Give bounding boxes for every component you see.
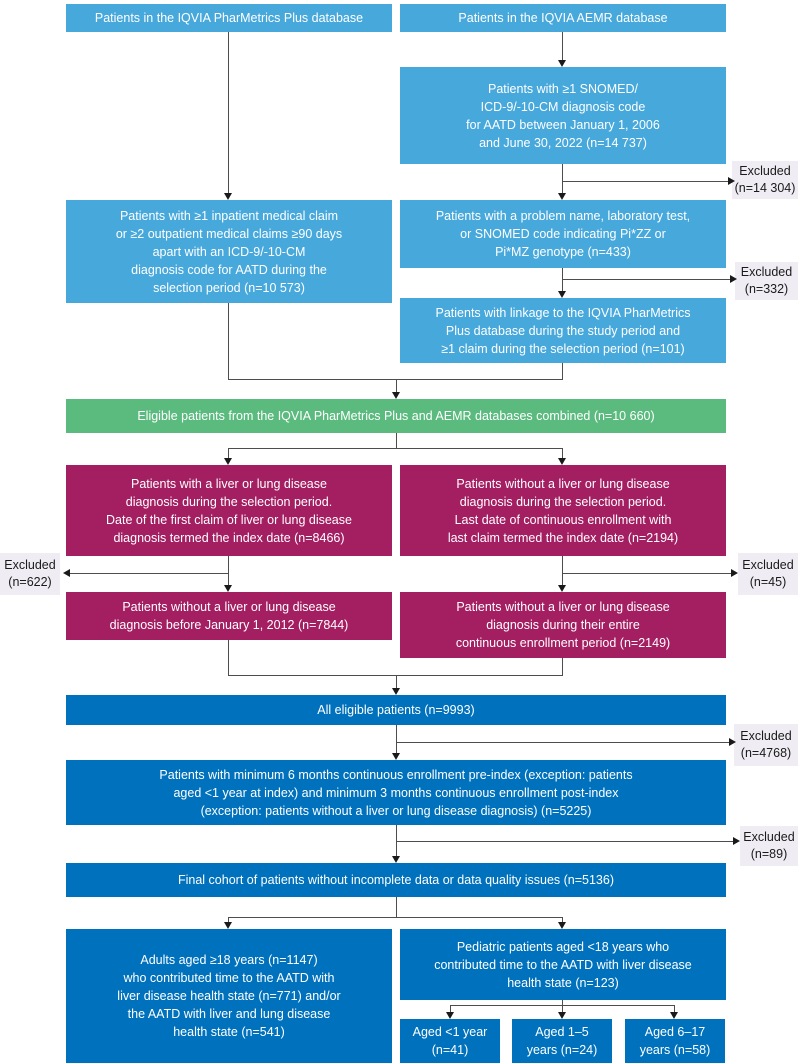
flow-line bbox=[228, 917, 229, 922]
box-aged-under-1: Aged <1 year (n=41) bbox=[400, 1019, 500, 1063]
excluded-label-332: Excluded (n=332) bbox=[735, 262, 798, 300]
box-aemr-database: Patients in the IQVIA AEMR database bbox=[400, 4, 726, 32]
arrowhead-down bbox=[392, 688, 400, 695]
arrowhead-down bbox=[558, 922, 566, 929]
flow-line bbox=[562, 363, 563, 379]
flow-line bbox=[450, 1005, 451, 1012]
flow-line bbox=[70, 573, 229, 574]
flow-line bbox=[396, 379, 397, 392]
arrowhead-down bbox=[670, 1012, 678, 1019]
box-final-cohort: Final cohort of patients without incompl… bbox=[66, 863, 726, 897]
box-adults: Adults aged ≥18 years (n=1147) who contr… bbox=[66, 929, 392, 1063]
arrowhead-left bbox=[63, 569, 70, 577]
arrowhead-right bbox=[733, 837, 740, 845]
flow-line bbox=[562, 917, 563, 922]
flow-line bbox=[562, 573, 731, 574]
box-with-liver-lung-diagnosis: Patients with a liver or lung disease di… bbox=[66, 465, 392, 556]
flow-line bbox=[228, 32, 229, 193]
box-minimum-enrollment: Patients with minimum 6 months continuou… bbox=[66, 760, 726, 825]
arrowhead-down bbox=[392, 392, 400, 399]
flow-line bbox=[396, 725, 397, 753]
excluded-label-14304: Excluded (n=14 304) bbox=[732, 161, 798, 199]
flow-line bbox=[228, 303, 229, 379]
box-genotype: Patients with a problem name, laboratory… bbox=[400, 200, 726, 268]
flow-line bbox=[562, 448, 563, 458]
flow-line bbox=[562, 32, 563, 60]
arrowhead-down bbox=[558, 193, 566, 200]
arrowhead-down bbox=[558, 60, 566, 67]
excluded-label-45: Excluded (n=45) bbox=[738, 553, 798, 595]
arrowhead-down bbox=[558, 458, 566, 465]
arrowhead-down bbox=[558, 1012, 566, 1019]
flow-line bbox=[228, 448, 229, 458]
box-linkage: Patients with linkage to the IQVIA PharM… bbox=[400, 298, 726, 363]
flow-line bbox=[674, 1005, 675, 1012]
flow-line bbox=[562, 181, 728, 182]
box-aged-1-5: Aged 1–5 years (n=24) bbox=[512, 1019, 612, 1063]
flow-line bbox=[228, 379, 563, 380]
box-aged-6-17: Aged 6–17 years (n=58) bbox=[625, 1019, 725, 1063]
flow-line bbox=[562, 658, 563, 675]
arrowhead-right bbox=[729, 738, 736, 746]
flow-line bbox=[228, 448, 563, 449]
arrowhead-right bbox=[731, 569, 738, 577]
box-without-liver-lung-diagnosis: Patients without a liver or lung disease… bbox=[400, 465, 726, 556]
box-no-diagnosis-before-2012: Patients without a liver or lung disease… bbox=[66, 592, 392, 640]
flow-line bbox=[396, 675, 397, 688]
flow-line bbox=[228, 675, 563, 676]
arrowhead-down bbox=[224, 458, 232, 465]
flow-line bbox=[562, 556, 563, 585]
arrowhead-down bbox=[392, 753, 400, 760]
excluded-label-622: Excluded (n=622) bbox=[0, 553, 60, 595]
flow-line bbox=[228, 556, 229, 585]
box-pharmetrics-database: Patients in the IQVIA PharMetrics Plus d… bbox=[66, 4, 392, 32]
flow-line bbox=[396, 433, 397, 448]
arrowhead-down bbox=[446, 1012, 454, 1019]
flow-line bbox=[562, 279, 730, 280]
flow-line bbox=[228, 640, 229, 675]
arrowhead-down bbox=[224, 585, 232, 592]
box-eligible-combined: Eligible patients from the IQVIA PharMet… bbox=[66, 399, 726, 433]
excluded-label-89: Excluded (n=89) bbox=[740, 826, 798, 866]
flow-line bbox=[396, 825, 397, 856]
box-no-diagnosis-entire-enrollment: Patients without a liver or lung disease… bbox=[400, 592, 726, 658]
arrowhead-down bbox=[224, 193, 232, 200]
arrowhead-down bbox=[558, 585, 566, 592]
excluded-label-4768: Excluded (n=4768) bbox=[734, 724, 798, 766]
flow-line bbox=[562, 164, 563, 193]
arrowhead-down bbox=[224, 922, 232, 929]
flow-line bbox=[396, 742, 729, 743]
flow-line bbox=[396, 897, 397, 917]
box-snomed-diagnosis: Patients with ≥1 SNOMED/ ICD-9/-10-CM di… bbox=[400, 67, 726, 164]
box-inpatient-claims: Patients with ≥1 inpatient medical claim… bbox=[66, 200, 392, 303]
box-all-eligible-patients: All eligible patients (n=9993) bbox=[66, 695, 726, 725]
arrowhead-down bbox=[392, 856, 400, 863]
arrowhead-right bbox=[730, 275, 737, 283]
arrowhead-right bbox=[728, 177, 735, 185]
flow-line bbox=[396, 841, 733, 842]
flow-line bbox=[228, 917, 563, 918]
flow-line bbox=[562, 1000, 563, 1005]
flow-line bbox=[562, 1005, 563, 1012]
box-pediatric: Pediatric patients aged <18 years who co… bbox=[400, 929, 726, 1000]
arrowhead-down bbox=[558, 291, 566, 298]
